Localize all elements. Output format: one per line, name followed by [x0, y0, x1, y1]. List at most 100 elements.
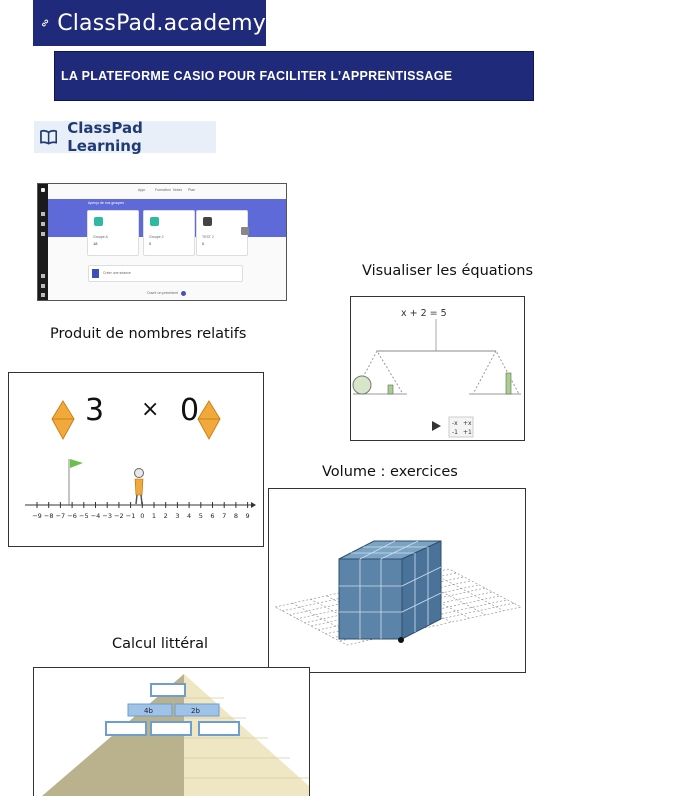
operation-keypad [448, 416, 474, 438]
axis-tick-label: −5 [79, 512, 89, 520]
group-card: TEST 2 0 [196, 210, 248, 256]
app-nav-item: Appr [138, 188, 146, 192]
variable-x-weight [352, 375, 372, 395]
create-session-label: Créer une séance [103, 271, 131, 275]
axis-tick-label: −8 [44, 512, 54, 520]
app-hero-title: Aperçu de vos groupes [88, 201, 124, 205]
minus-one-button[interactable]: -1 [452, 429, 458, 436]
sidebar-nav-icon [41, 222, 45, 226]
axis-tick-label: 3 [175, 512, 179, 520]
volume-exercise-panel [268, 488, 526, 673]
group-name: Groupe A [93, 235, 108, 239]
pyramid-cell-input[interactable] [198, 721, 240, 736]
axis-tick-label: −6 [67, 512, 77, 520]
right-factor: 0 [180, 393, 199, 428]
pyramid-cell-value: 2b [191, 707, 200, 715]
pyramid-cell-top[interactable] [150, 683, 186, 697]
sidebar-logo-icon [41, 188, 45, 192]
footer-plus-icon [181, 291, 186, 296]
walker-head [134, 468, 144, 478]
group-icon [203, 217, 212, 226]
group-icon [150, 217, 159, 226]
axis-tick-label: −7 [56, 512, 66, 520]
balance-illustration: x + 2 = 5 -x +x -1 +1 [352, 308, 521, 438]
group-name: Groupe 2 [149, 235, 164, 239]
pyramid-cell-value: 4b [144, 707, 153, 715]
group-count: 18 [93, 241, 98, 246]
axis-tick-label: −3 [102, 512, 112, 520]
pyramid-cell [127, 703, 173, 717]
caption-equations: Visualiser les équations [362, 263, 534, 279]
link-icon [42, 19, 49, 27]
app-nav-item: Notes [173, 188, 183, 192]
logo-text: ClassPad.academy [57, 10, 266, 36]
app-nav-item: Plan [188, 188, 196, 192]
axis-tick-label: 8 [234, 512, 238, 520]
create-session-bar: Créer une séance [88, 265, 243, 282]
classpad-learning-label: ClassPad Learning [67, 119, 143, 155]
axis-tick-label: 9 [246, 512, 250, 520]
pyramid-cell-input[interactable] [105, 721, 147, 736]
axis-tick-label: 5 [199, 512, 203, 520]
axis-tick-label: 2 [164, 512, 168, 520]
next-arrow-icon [241, 227, 249, 235]
plus-x-button[interactable]: +x [463, 420, 472, 427]
caption-volume: Volume : exercices [322, 464, 458, 480]
pyramid-cell [174, 703, 220, 717]
cube-vertex-handle[interactable] [398, 637, 404, 643]
sidebar-nav-icon [41, 284, 45, 288]
tagline-text: LA PLATEFORME CASIO POUR FACILITER L’APP… [61, 69, 453, 83]
unit-weight-stack [387, 384, 394, 395]
pyramid-cell-input[interactable] [150, 721, 192, 736]
app-preview-screenshot: Appr Formation Notes Plan Aperçu de vos … [37, 183, 287, 301]
logo-banner: ClassPad.academy [33, 0, 266, 46]
caption-litteral: Calcul littéral [112, 636, 209, 652]
app-sidebar [38, 184, 48, 300]
axis-tick-label: 1 [152, 512, 156, 520]
group-card: Groupe A 18 [87, 210, 139, 256]
axis-tick-label: −4 [91, 512, 101, 520]
play-icon [432, 421, 441, 431]
app-footer-text: Ouvrir un précédent [147, 291, 178, 295]
minus-x-button[interactable]: -x [452, 420, 458, 427]
axis-tick-label: −2 [114, 512, 124, 520]
group-count: 0 [149, 241, 152, 246]
group-card: Groupe 2 0 [143, 210, 195, 256]
sidebar-nav-icon [41, 274, 45, 278]
axis-tick-label: 6 [210, 512, 214, 520]
equation-text: x + 2 = 5 [401, 308, 447, 319]
tagline-banner: LA PLATEFORME CASIO POUR FACILITER L’APP… [54, 51, 534, 101]
app-nav-item: Formation [155, 188, 171, 192]
book-icon [40, 129, 58, 145]
unit-weight-stack [505, 372, 512, 395]
axis-tick-label: −9 [32, 512, 42, 520]
literal-pyramid-panel: 4b 2b [33, 667, 310, 796]
caption-relatifs: Produit de nombres relatifs [50, 326, 247, 342]
group-count: 0 [202, 241, 205, 246]
group-icon [94, 217, 103, 226]
cube-front-face [338, 558, 403, 640]
left-stepper-icon[interactable] [51, 400, 75, 441]
multiply-operator: × [141, 397, 159, 422]
axis-tick-label: 7 [222, 512, 226, 520]
cube-illustration [274, 540, 522, 646]
group-name: TEST 2 [202, 235, 214, 239]
right-stepper-icon[interactable] [197, 400, 221, 441]
flag-icon [70, 459, 83, 468]
axis-tick-label: 4 [187, 512, 191, 520]
sidebar-nav-icon [41, 232, 45, 236]
sidebar-nav-icon [41, 212, 45, 216]
document-icon [92, 269, 99, 278]
classpad-learning-chip[interactable]: ClassPad Learning [34, 119, 216, 155]
walker-body [134, 478, 144, 496]
axis-tick-label: −1 [126, 512, 136, 520]
plus-one-button[interactable]: +1 [463, 429, 472, 436]
pyramid-illustration: 4b 2b [42, 674, 309, 796]
left-factor: 3 [85, 393, 104, 428]
equation-balance-panel: x + 2 = 5 -x +x -1 +1 [350, 296, 525, 441]
sidebar-nav-icon [41, 293, 45, 297]
axis-tick-label: 0 [140, 512, 144, 520]
